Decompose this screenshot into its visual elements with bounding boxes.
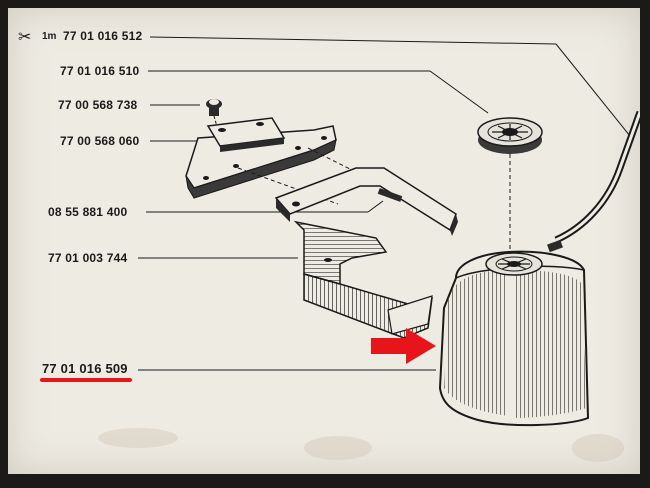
leader-line-strap-end <box>367 200 384 213</box>
outer-cap <box>477 117 543 154</box>
part-number-clip: 77 00 568 738 <box>58 98 138 112</box>
retaining-strap <box>274 167 458 236</box>
exploded-view-drawing <box>98 36 640 462</box>
leader-lines <box>138 36 631 371</box>
part-number-reservoir: 77 01 016 509 <box>42 361 128 376</box>
washer-reservoir <box>438 239 590 427</box>
leader-line-hose-end <box>555 43 631 137</box>
part-number-holder: 77 01 003 744 <box>48 251 128 265</box>
bracket-dashed-guides <box>237 147 369 205</box>
hose <box>554 110 640 244</box>
part-number-hose: 77 01 016 512 <box>63 29 143 43</box>
leader-line-cap-outer-end <box>429 70 489 114</box>
scissors-icon: ✂ <box>18 29 32 46</box>
part-number-outer-cap: 77 01 016 510 <box>60 64 140 78</box>
reservoir-holder <box>293 220 433 339</box>
push-clip <box>206 99 222 116</box>
highlight-underline <box>40 378 132 382</box>
parts-diagram-sheet: ✂ 1m 77 01 016 512 77 01 016 510 77 00 5… <box>8 8 640 474</box>
red-arrow-icon <box>371 328 436 364</box>
part-qty-hose: 1m <box>42 31 57 42</box>
leader-line-hose <box>149 36 557 45</box>
mounting-bracket <box>185 117 337 199</box>
part-number-strap: 08 55 881 400 <box>48 205 128 219</box>
part-number-bracket: 77 00 568 060 <box>60 134 140 148</box>
paper-stains <box>98 428 624 462</box>
